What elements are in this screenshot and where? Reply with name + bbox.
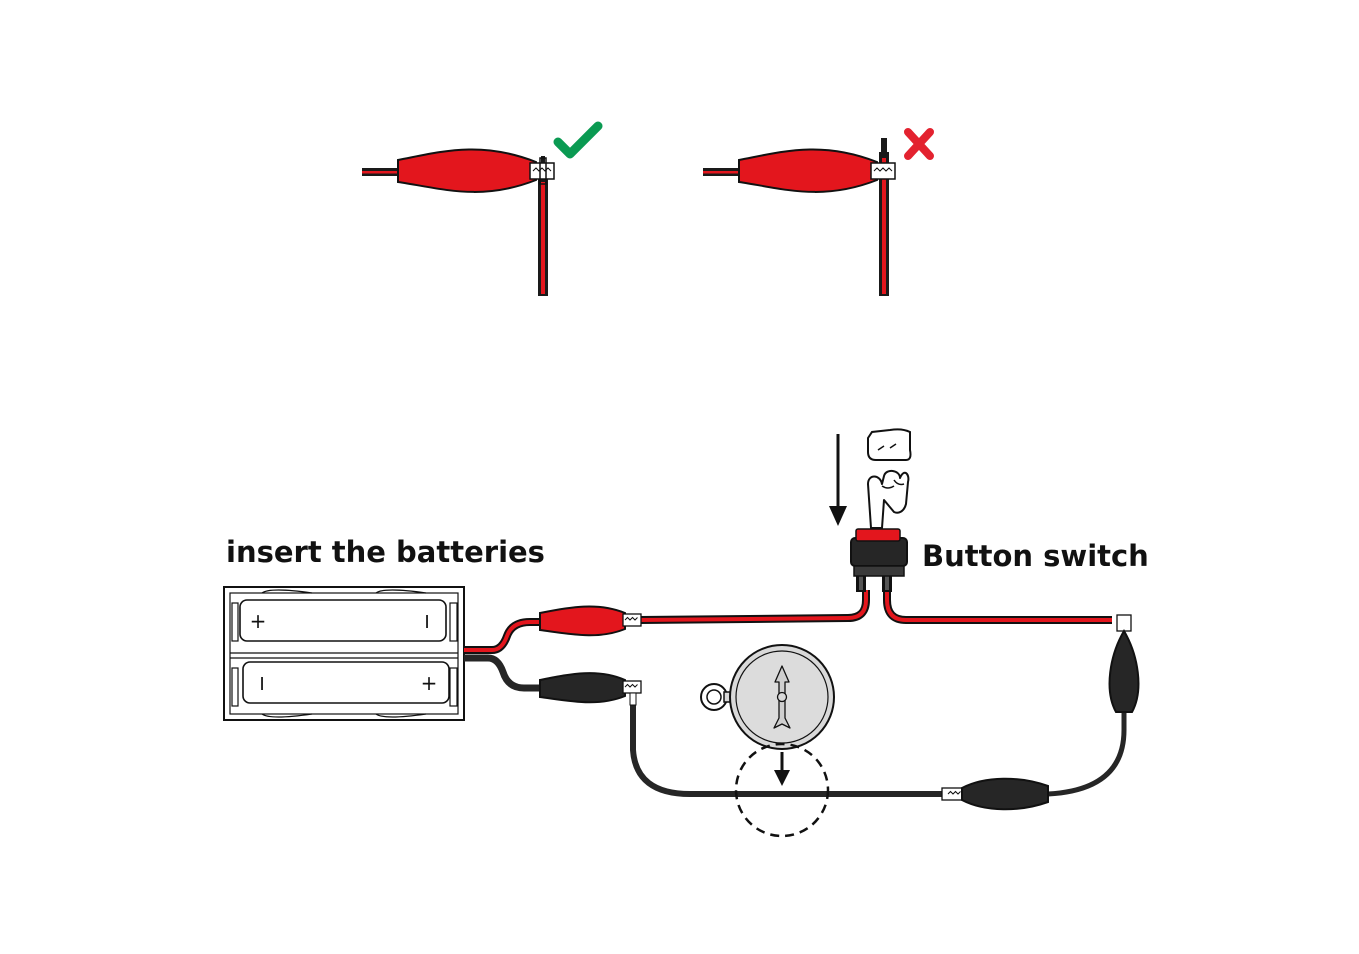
clip-example-incorrect: [703, 138, 896, 296]
button-switch: [850, 528, 908, 592]
polarity-bottom-right: +: [421, 671, 438, 695]
polarity-top-right: I: [424, 612, 429, 633]
clip-example-correct: [362, 148, 555, 296]
red-wire-to-switch: [639, 590, 870, 624]
black-wire-right: [1047, 712, 1127, 797]
black-clip-right-vertical: [1108, 614, 1140, 713]
black-wire-under-compass: [630, 704, 945, 797]
black-clip-bottom: [941, 777, 1049, 811]
red-wire-from-switch: [883, 590, 1112, 624]
batteries-label: insert the batteries: [226, 535, 545, 569]
battery-bottom: [242, 661, 450, 704]
arrow-down-icon: [829, 434, 847, 526]
compass-placement-arrow: [774, 752, 790, 786]
polarity-top-left: +: [250, 609, 267, 633]
check-icon: [553, 121, 603, 159]
red-wire-battery: [464, 618, 545, 654]
black-wire-battery: [464, 654, 545, 692]
battery-top: [239, 599, 447, 642]
red-clip-battery: [539, 605, 642, 637]
cross-icon: [904, 128, 934, 160]
compass-icon: [700, 644, 835, 750]
placement-dashed-circle: [734, 742, 830, 838]
polarity-bottom-left: I: [259, 674, 264, 695]
black-clip-battery: [539, 672, 642, 706]
button-switch-label: Button switch: [922, 539, 1149, 573]
pointing-hand-icon: [867, 428, 912, 529]
